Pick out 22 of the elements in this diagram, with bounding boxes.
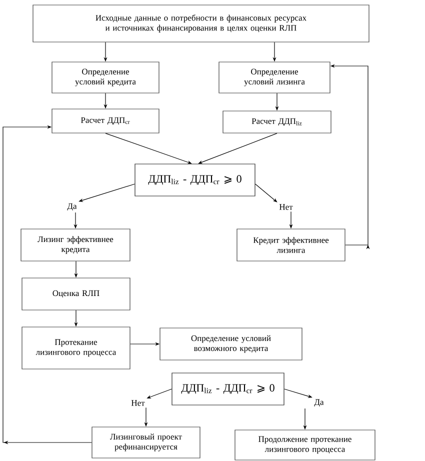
process-box: Протекание лизингового процесса: [22, 326, 130, 370]
process-box: Определение условий кредита: [52, 62, 160, 94]
process-box: Лизинговый проект рефинансируется: [92, 426, 200, 458]
branch-label: Да: [67, 203, 77, 211]
process-box: Оценка RЛП: [22, 278, 130, 310]
decision-box: ДДП$_{liz}$ - ДДП$_{cr}$ ⩾ 0: [172, 372, 284, 406]
process-box: Расчет ДДП$_{liz}$: [222, 110, 332, 134]
decision-box: ДДП$_{liz}$ - ДДП$_{cr}$ ⩾ 0: [134, 164, 256, 196]
process-box: Определение условий возможного кредита: [160, 328, 302, 360]
arrow: [255, 184, 278, 202]
process-box: Лизинг эффективнее кредита: [20, 228, 130, 262]
process-box: Исходные данные о потребности в финансовых ресурсах и источниках финансирования в целях оценки RЛП: [32, 4, 370, 42]
arrow: [198, 133, 278, 164]
arrow: [2, 125, 92, 444]
process-box: Определение условий лизинга: [218, 62, 330, 94]
branch-label: Нет: [131, 400, 145, 406]
arrow: [105, 133, 192, 164]
process-box: Кредит эффективнее лизинга: [236, 228, 346, 262]
branch-label: Да: [314, 399, 324, 407]
process-box: Расчет ДДП$_{cr}$: [52, 108, 160, 134]
process-box: Продолжение протекание лизингового процесса: [234, 430, 376, 460]
branch-label: Нет: [279, 204, 293, 210]
